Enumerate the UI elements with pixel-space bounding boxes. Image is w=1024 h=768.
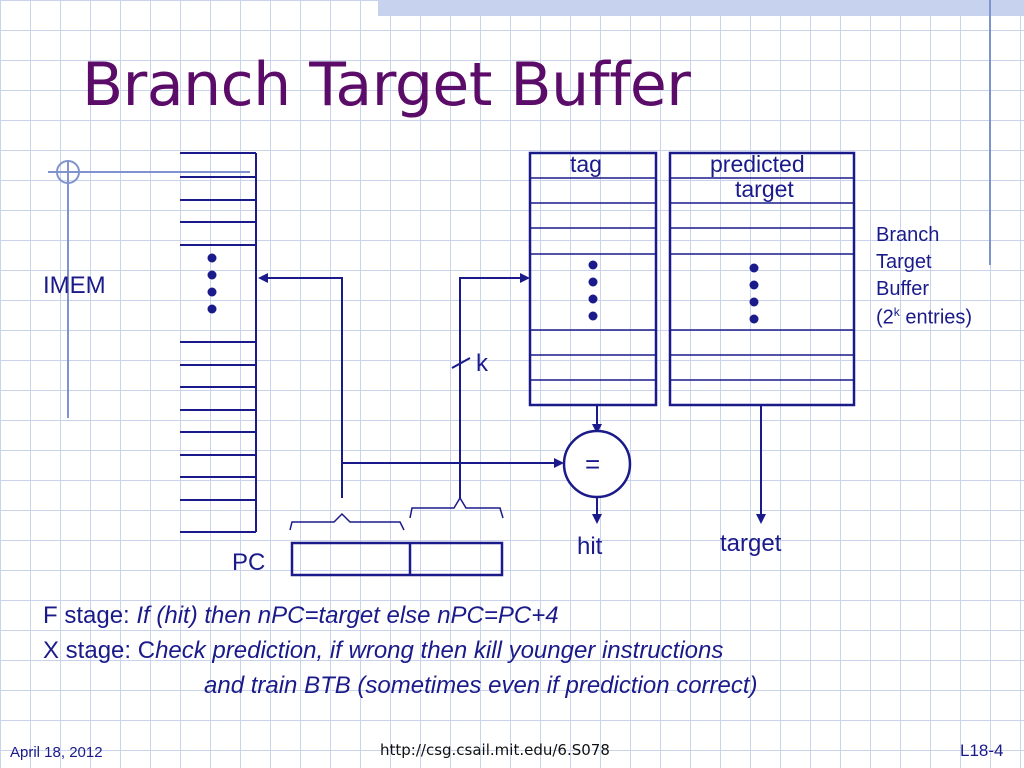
- slide-title: Branch Target Buffer: [82, 50, 691, 120]
- header-band: [378, 0, 1024, 16]
- target-output-label: target: [720, 530, 782, 557]
- footer-url: http://csg.csail.mit.edu/6.S078: [380, 741, 610, 759]
- crosshair-decoration: [48, 160, 250, 418]
- comparator-symbol: =: [585, 449, 601, 479]
- x-stage-continuation: and train BTB (sometimes even if predict…: [204, 672, 758, 699]
- tag-column-label: tag: [570, 151, 602, 177]
- btb-caption-4: (2k entries): [876, 305, 973, 329]
- imem-label: IMEM: [43, 272, 106, 299]
- tag-dots: [588, 260, 598, 321]
- footer-date: April 18, 2012: [10, 744, 103, 761]
- predicted-column-label: predicted: [710, 151, 805, 177]
- f-stage-line: F stage: If (hit) then nPC=target else n…: [43, 602, 559, 629]
- footer-slide-number: L18-4: [960, 741, 1004, 760]
- target-dots: [749, 263, 759, 324]
- tag-arrow: [592, 424, 602, 434]
- btb-index-arrow: [520, 273, 530, 283]
- btb-caption-1: Branch: [876, 224, 940, 246]
- pc-braces: [289, 496, 504, 531]
- hit-label: hit: [577, 533, 603, 560]
- imem-arrow: [258, 273, 268, 283]
- comparator: [562, 429, 632, 499]
- k-label: k: [476, 350, 488, 377]
- pc-register: [290, 541, 504, 577]
- btb-caption-3: Buffer: [876, 278, 929, 300]
- target-column-label: target: [735, 176, 794, 202]
- target-arrow: [756, 514, 766, 524]
- imem-block: [180, 152, 257, 533]
- btb-caption-2: Target: [876, 251, 932, 273]
- pc-label: PC: [232, 549, 266, 576]
- hit-arrow: [592, 514, 602, 524]
- arrowheads: [258, 273, 766, 524]
- imem-dots: [207, 253, 217, 314]
- compare-arrow: [554, 458, 564, 468]
- tag-array: [528, 151, 658, 407]
- wires: [262, 277, 762, 516]
- x-stage-line: X stage: Check prediction, if wrong then…: [43, 637, 724, 664]
